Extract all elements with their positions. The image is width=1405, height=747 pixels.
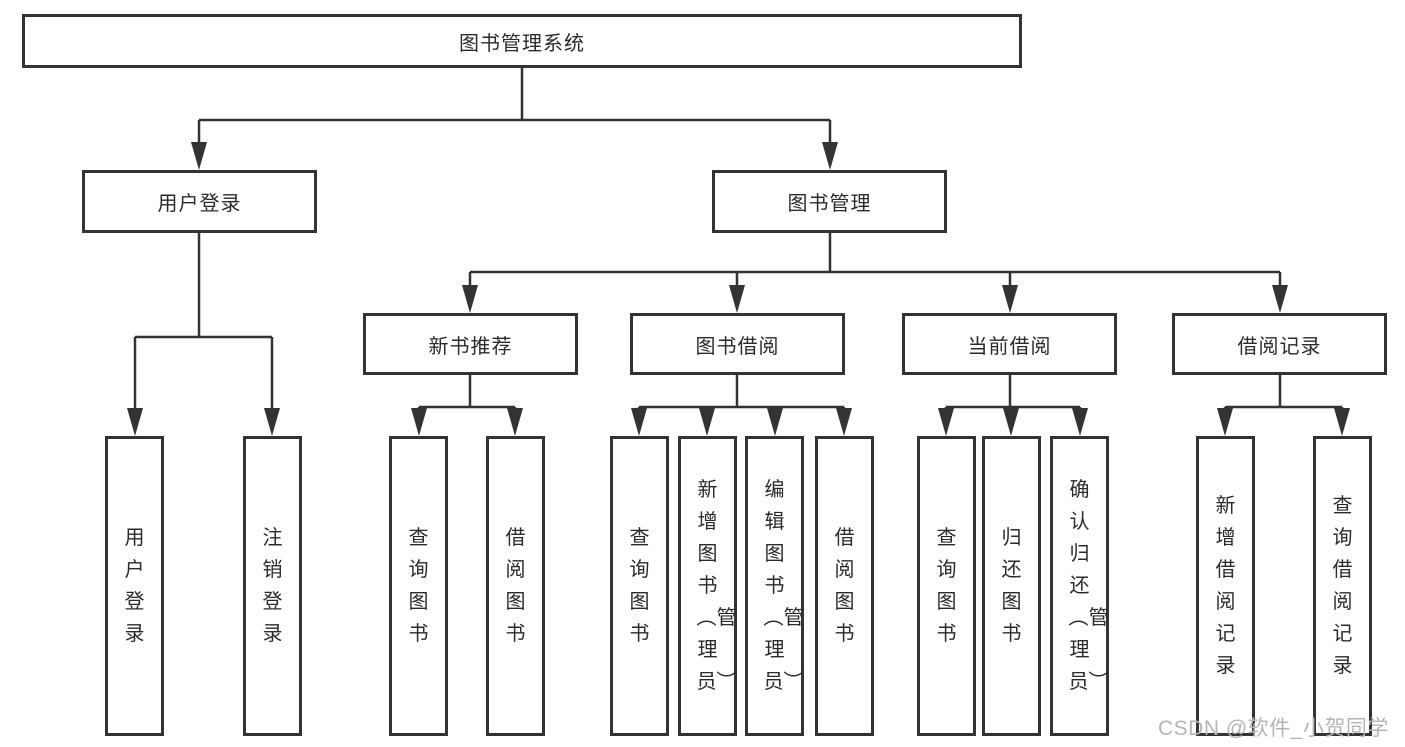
leaf-borrow-books: 借阅图书 [815,436,874,736]
leaf-edit-books-admin-label: 编辑图书︵管理员︶ [763,479,804,693]
node-borrow-record: 借阅记录 [1172,313,1387,375]
leaf-confirm-return-admin-label: 确认归还︵管理员︶ [1068,479,1109,693]
node-root-label: 图书管理系统 [459,32,585,55]
node-book-borrow-label: 图书借阅 [695,335,780,358]
leaf-query-books-recommend: 查询图书 [389,436,448,736]
leaf-query-books-borrow: 查询图书 [610,436,669,736]
connector-book-borrow-branch [637,375,846,414]
arrowhead-icon [507,408,523,436]
connector-borrow-record-branch [1223,375,1344,414]
leaf-confirm-return-admin: 确认归还︵管理员︶ [1050,436,1109,736]
leaf-borrow-books-recommend: 借阅图书 [486,436,545,736]
arrowhead-icon [938,408,954,436]
node-book-borrow: 图书借阅 [630,313,845,375]
arrowhead-icon [127,408,143,436]
node-new-book-recommend-label: 新书推荐 [428,335,513,358]
arrowhead-icon [1072,408,1088,436]
node-root: 图书管理系统 [22,14,1022,68]
arrowhead-icon [836,408,852,436]
arrowheads [127,142,1350,436]
connector-user-login-branch [133,233,274,414]
node-user-login-label: 用户登录 [157,193,242,215]
node-user-login: 用户登录 [82,170,317,233]
node-new-book-recommend: 新书推荐 [363,313,578,375]
connector-lines [133,68,1344,414]
connector-new-book-branch [417,375,517,414]
node-book-management: 图书管理 [712,170,947,233]
arrowhead-icon [1334,408,1350,436]
leaf-add-books-admin-label: 新增图书︵管理员︶ [696,479,737,693]
node-current-borrow-label: 当前借阅 [967,335,1052,358]
arrowhead-icon [767,408,783,436]
arrowhead-icon [462,285,478,313]
node-current-borrow: 当前借阅 [902,313,1117,375]
leaf-user-login-label: 用户登录 [124,527,145,645]
leaf-add-books-admin: 新增图书︵管理员︶ [678,436,737,736]
leaf-query-books-recommend-label: 查询图书 [408,527,429,645]
node-borrow-record-label: 借阅记录 [1237,335,1322,358]
leaf-return-books-label: 归还图书 [1001,527,1022,645]
leaf-query-books-borrow-label: 查询图书 [629,527,650,645]
arrowhead-icon [1272,285,1288,313]
leaf-borrow-books-recommend-label: 借阅图书 [505,527,526,645]
arrowhead-icon [699,408,715,436]
leaf-add-borrow-record: 新增借阅记录 [1196,436,1255,736]
leaf-query-borrow-record-label: 查询借阅记录 [1332,495,1353,677]
arrowhead-icon [631,408,647,436]
leaf-logout: 注销登录 [243,436,302,736]
leaf-user-login: 用户登录 [105,436,164,736]
node-book-management-label: 图书管理 [787,193,872,215]
arrowhead-icon [411,408,427,436]
arrowhead-icon [729,285,745,313]
leaf-edit-books-admin: 编辑图书︵管理员︶ [745,436,804,736]
arrowhead-icon [191,142,207,170]
leaf-logout-label: 注销登录 [262,527,283,645]
leaf-add-borrow-record-label: 新增借阅记录 [1215,495,1236,677]
arrowhead-icon [264,408,280,436]
leaf-query-borrow-record: 查询借阅记录 [1313,436,1372,736]
connector-book-management-branch [468,233,1282,291]
arrowhead-icon [822,142,838,170]
arrowhead-icon [1003,408,1019,436]
leaf-return-books: 归还图书 [982,436,1041,736]
connector-root-branch [197,68,832,148]
leaf-query-books-current-label: 查询图书 [936,527,957,645]
arrowhead-icon [1002,285,1018,313]
leaf-query-books-current: 查询图书 [917,436,976,736]
watermark: CSDN @软件_小贺同学 [1158,717,1389,740]
leaf-borrow-books-label: 借阅图书 [834,527,855,645]
arrowhead-icon [1217,408,1233,436]
